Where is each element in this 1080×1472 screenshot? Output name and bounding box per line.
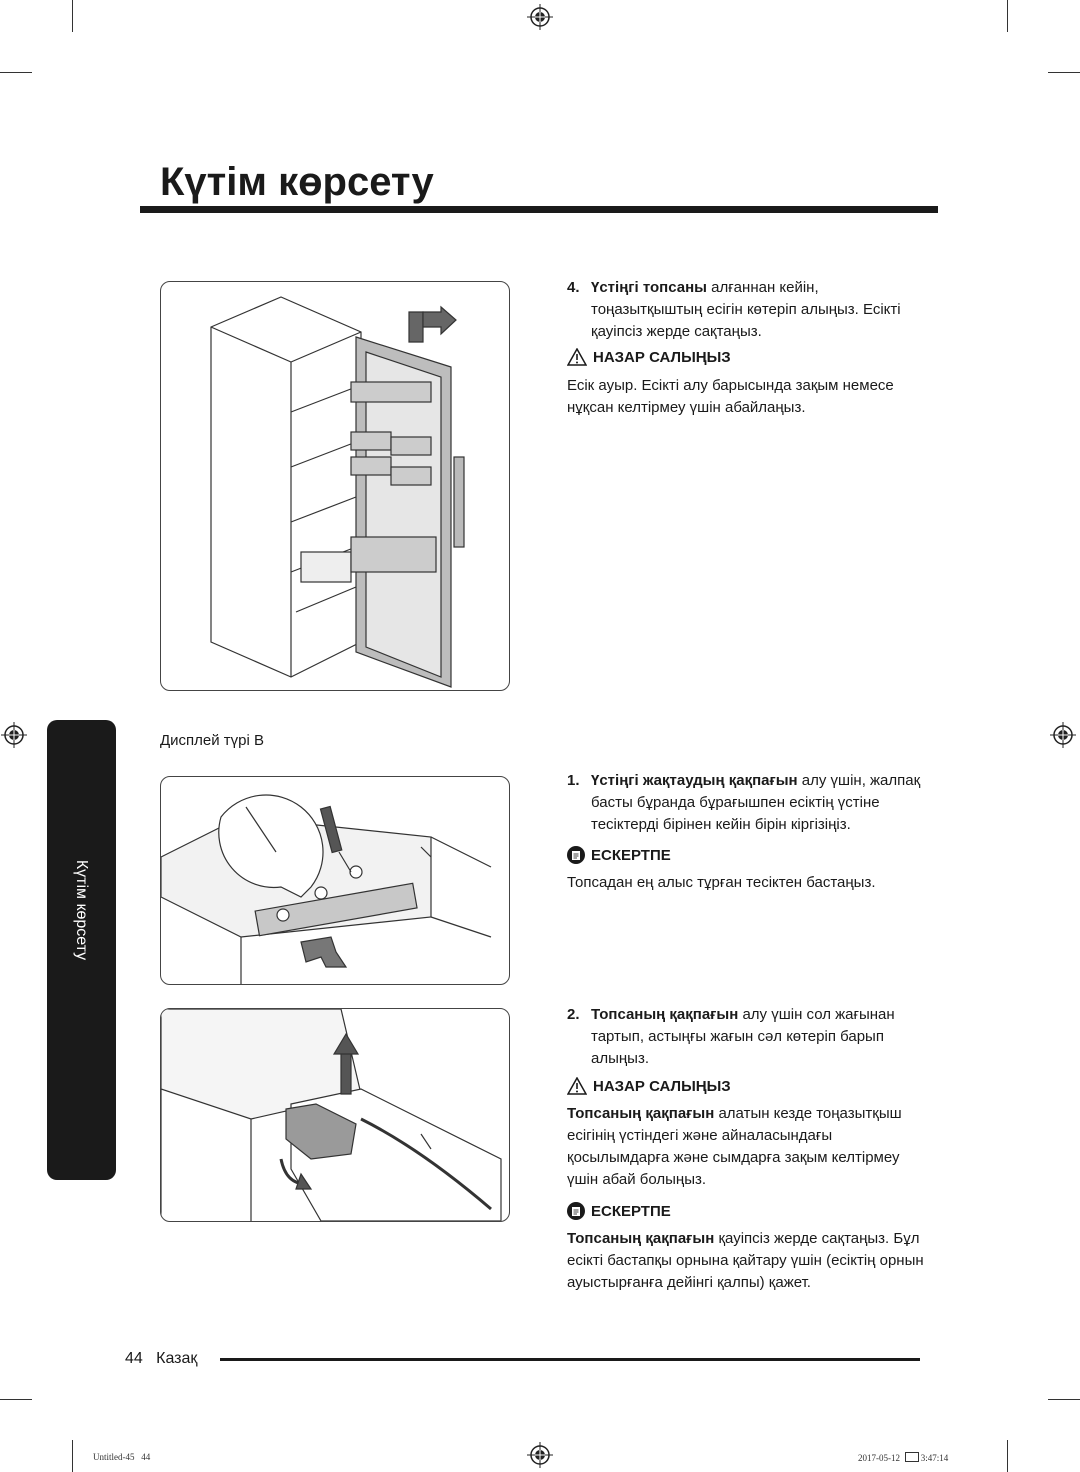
caution-text: қосылымдарға және сымдарға зақым келтірм… [567, 1149, 900, 1166]
note-heading: ЕСКЕРТПЕ [567, 1202, 957, 1220]
note-box: ЕСКЕРТПЕ Топсаның қақпағын қауіпсіз жерд… [567, 1202, 957, 1294]
hinge-cover-illustration [161, 1009, 502, 1221]
step-bold: Топсаның қақпағын [591, 1006, 739, 1023]
caution-title: НАЗАР САЛЫҢЫЗ [593, 1077, 731, 1095]
caution-text: Есік ауыр. Есікті алу барысында зақым не… [567, 377, 894, 394]
side-tab-label: Күтім көрсету [73, 859, 90, 961]
step-text: алу үшін, жалпақ [797, 772, 921, 789]
slug-time: 3:47:14 [920, 1453, 949, 1463]
slug-right: 2017-05-12 3:47:14 [858, 1452, 948, 1463]
note-icon [567, 1202, 585, 1220]
figure-hinge-cover [160, 1008, 510, 1222]
warning-triangle-icon [567, 1077, 587, 1095]
slug-file-page: 44 [141, 1452, 151, 1462]
slug-date: 2017-05-12 [858, 1453, 900, 1463]
note-title: ЕСКЕРТПЕ [591, 846, 671, 864]
caution-text: есігінің үстіндегі және айналасындағы [567, 1127, 833, 1144]
title-rule [140, 206, 938, 213]
note-title: ЕСКЕРТПЕ [591, 1202, 671, 1220]
footer-rule [220, 1358, 920, 1361]
step-text: тоңазытқыштың есігін көтеріп алыңыз. Есі… [591, 301, 901, 318]
crop-mark [0, 72, 32, 73]
step-bold: Үстіңгі топсаны [591, 279, 707, 296]
crop-mark [0, 1399, 32, 1400]
note-box: ЕСКЕРТПЕ Топсадан ең алыс тұрған тесікте… [567, 846, 947, 894]
caution-bold: Топсаның қақпағын [567, 1105, 715, 1122]
section-label: Дисплей түрі B [160, 732, 265, 749]
slug-file-name: Untitled-45 [93, 1452, 135, 1462]
registration-mark-icon [1050, 722, 1076, 748]
step-text: басты бұранда бұрағышпен есіктің үстіне [591, 794, 880, 811]
slug-box-icon [904, 1452, 919, 1462]
figure-frame-cover [160, 776, 510, 985]
crop-mark [1007, 0, 1008, 32]
note-bold: Топсаның қақпағын [567, 1230, 715, 1247]
crop-mark [72, 0, 73, 32]
page-title: Күтім көрсету [160, 160, 434, 204]
step-text: алу үшін сол жағынан [738, 1006, 895, 1023]
crop-mark [1007, 1440, 1008, 1472]
note-icon [567, 846, 585, 864]
caution-heading: НАЗАР САЛЫҢЫЗ [567, 1077, 947, 1095]
caution-heading: НАЗАР САЛЫҢЫЗ [567, 348, 947, 366]
step-number: 1. [567, 772, 580, 789]
note-text: қауіпсіз жерде сақтаңыз. Бұл [714, 1230, 920, 1247]
crop-mark [1048, 1399, 1080, 1400]
step-text: тартып, астыңғы жағын сәл көтеріп барып [591, 1028, 884, 1045]
note-text: Топсадан ең алыс тұрған тесіктен бастаңы… [567, 874, 876, 891]
refrigerator-illustration [210, 296, 465, 688]
slug-left: Untitled-45 44 [93, 1452, 150, 1462]
note-text: ауыстырғанға дейінгі қалпы) қажет. [567, 1274, 811, 1291]
step-text: қауіпсіз жерде сақтаңыз. [591, 323, 762, 340]
page-number: 44 [125, 1350, 143, 1367]
figure-door-removal [160, 281, 510, 691]
caution-text: нұқсан келтірмеу үшін абайлаңыз. [567, 399, 806, 416]
registration-mark-icon [1, 722, 27, 748]
frame-cover-illustration [161, 794, 492, 984]
step-2: 2. Топсаның қақпағын алу үшін сол жағына… [567, 1004, 947, 1070]
page-footer: 44 Казақ [125, 1348, 197, 1370]
step-text: алыңыз. [591, 1050, 649, 1067]
caution-text: үшін абай болыңыз. [567, 1171, 707, 1188]
registration-mark-icon [527, 1442, 553, 1468]
note-heading: ЕСКЕРТПЕ [567, 846, 947, 864]
crop-mark [72, 1440, 73, 1472]
side-tab: Күтім көрсету [47, 720, 116, 1180]
footer-language: Казақ [156, 1350, 198, 1367]
caution-box: НАЗАР САЛЫҢЫЗ Топсаның қақпағын алатын к… [567, 1077, 947, 1191]
step-text: тесіктерді бірінен кейін бірін кіргізіңі… [591, 816, 851, 833]
step-number: 2. [567, 1006, 580, 1023]
step-1: 1. Үстіңгі жақтаудың қақпағын алу үшін, … [567, 770, 947, 836]
crop-mark [1048, 72, 1080, 73]
step-bold: Үстіңгі жақтаудың қақпағын [591, 772, 798, 789]
step-number: 4. [567, 279, 580, 296]
registration-mark-icon [527, 4, 553, 30]
warning-triangle-icon [567, 348, 587, 366]
note-text: есікті бастапқы орнына қайтару үшін (есі… [567, 1252, 924, 1269]
step-text: алғаннан кейін, [706, 279, 819, 296]
step-4: 4. Үстіңгі топсаны алғаннан кейін, тоңаз… [567, 277, 947, 343]
caution-text: алатын кезде тоңазытқыш [714, 1105, 902, 1122]
caution-title: НАЗАР САЛЫҢЫЗ [593, 348, 731, 366]
caution-box: НАЗАР САЛЫҢЫЗ Есік ауыр. Есікті алу бары… [567, 348, 947, 419]
